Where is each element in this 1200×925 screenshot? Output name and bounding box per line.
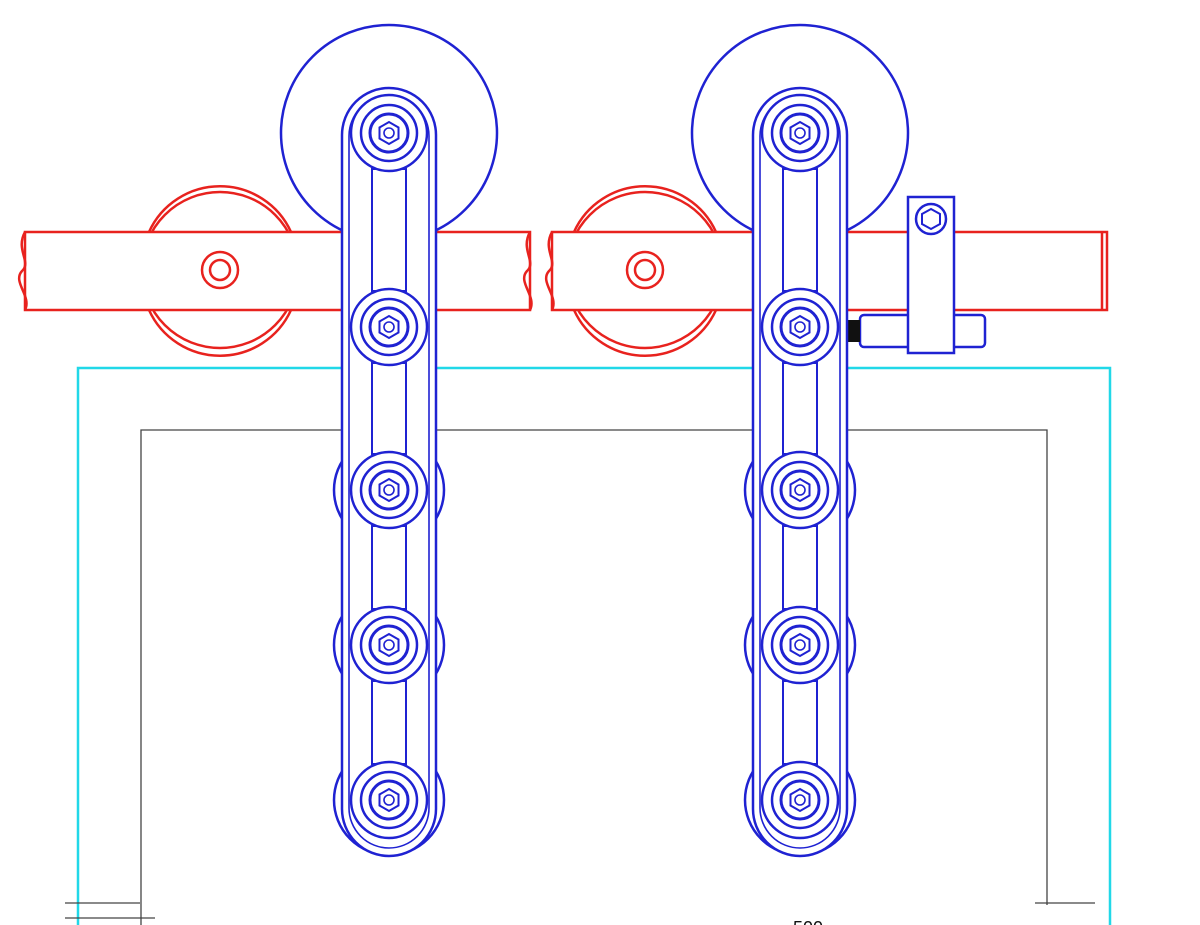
right-rail-wheel-bottom (572, 309, 718, 357)
hanger-left-roller-4-bolt-center (383, 794, 395, 806)
hanger-right-roller-1 (760, 287, 840, 367)
stopper-cap (848, 320, 860, 342)
hanger-left-roller-4 (349, 760, 429, 840)
hanger-left-roller-4-ring (359, 770, 419, 830)
left-rail-bar (23, 230, 532, 312)
hanger-right-roller-2-bolt-center (794, 484, 806, 496)
hanger-left (279, 23, 499, 858)
right-rail-hub-inner (633, 258, 657, 282)
hanger-left-roller-2-ring (359, 460, 419, 520)
hanger-right-roller-3-bolt-hex-icon (789, 632, 811, 658)
hanger-left-roller-3-hub (368, 624, 410, 666)
hanger-right-roller-1-hub (779, 306, 821, 348)
hanger-left-roller-0-bolt-hex-icon (378, 120, 400, 146)
hanger-left-roller-1-hub (368, 306, 410, 348)
hanger-right-roller-2-hub (779, 469, 821, 511)
left-rail-hub-inner (208, 258, 232, 282)
hanger-right-roller-2-ring (770, 460, 830, 520)
hanger-right-roller-3 (760, 605, 840, 685)
hanger-right-roller-1-ring (770, 297, 830, 357)
hanger-right-roller-4-hub (779, 779, 821, 821)
hanger-right-roller-4-bolt-center (794, 794, 806, 806)
door-frame-outline (140, 429, 1048, 925)
hanger-right-roller-0-ring (770, 103, 830, 163)
hanger-left-roller-0 (349, 93, 429, 173)
hanger-left-roller-4-hub (368, 779, 410, 821)
hanger-right-roller-0-bolt-center (794, 127, 806, 139)
door-panel-outline (76, 366, 1112, 925)
hanger-left-roller-2-bolt-hex-icon (378, 477, 400, 503)
hanger-left-roller-0-bolt-center (383, 127, 395, 139)
left-rail-wheel-top (147, 185, 293, 233)
hanger-left-roller-0-hub (368, 112, 410, 154)
hanger-right-roller-4-ring (770, 770, 830, 830)
hanger-right-roller-4-bolt-hex-icon (789, 787, 811, 813)
hanger-left-roller-2-hub (368, 469, 410, 511)
stopper-bolt-outer (914, 202, 948, 236)
hanger-left-roller-2 (349, 450, 429, 530)
rail-stopper (848, 195, 987, 355)
right-rail-wheel-top (572, 185, 718, 233)
hanger-left-roller-2-bolt-center (383, 484, 395, 496)
hanger-right-roller-2-bolt-hex-icon (789, 477, 811, 503)
hanger-right (690, 23, 910, 858)
hanger-left-roller-1-bolt-center (383, 321, 395, 333)
hanger-left-roller-4-bolt-hex-icon (378, 787, 400, 813)
hanger-left-roller-1-bolt-hex-icon (378, 314, 400, 340)
hanger-right-roller-3-bolt-center (794, 639, 806, 651)
hanger-right-roller-2 (760, 450, 840, 530)
left-rail-hub-outer (200, 250, 240, 290)
hanger-right-roller-1-bolt-hex-icon (789, 314, 811, 340)
hanger-left-roller-1 (349, 287, 429, 367)
left-rail-wheel-bottom (147, 309, 293, 357)
right-rail-break-left (544, 231, 555, 311)
floor-marks (65, 902, 1095, 919)
hanger-right-roller-1-bolt-center (794, 321, 806, 333)
hanger-right-roller-4 (760, 760, 840, 840)
hangers (279, 23, 910, 858)
hanger-left-roller-3 (349, 605, 429, 685)
stopper-bolt-hex-icon (921, 207, 941, 231)
hanger-right-roller-0 (760, 93, 840, 173)
left-rail-break-right (522, 231, 533, 311)
left-rail-break-left (17, 231, 28, 311)
hanger-right-roller-0-bolt-hex-icon (789, 120, 811, 146)
hanger-right-roller-0-hub (779, 112, 821, 154)
hanger-right-roller-3-ring (770, 615, 830, 675)
right-rail-hub-outer (625, 250, 665, 290)
hanger-left-roller-1-ring (359, 297, 419, 357)
dimension-label: 500 (793, 918, 823, 925)
hanger-left-roller-3-ring (359, 615, 419, 675)
hanger-left-roller-0-ring (359, 103, 419, 163)
hanger-right-roller-3-hub (779, 624, 821, 666)
hanger-left-roller-3-bolt-center (383, 639, 395, 651)
hanger-left-roller-3-bolt-hex-icon (378, 632, 400, 658)
